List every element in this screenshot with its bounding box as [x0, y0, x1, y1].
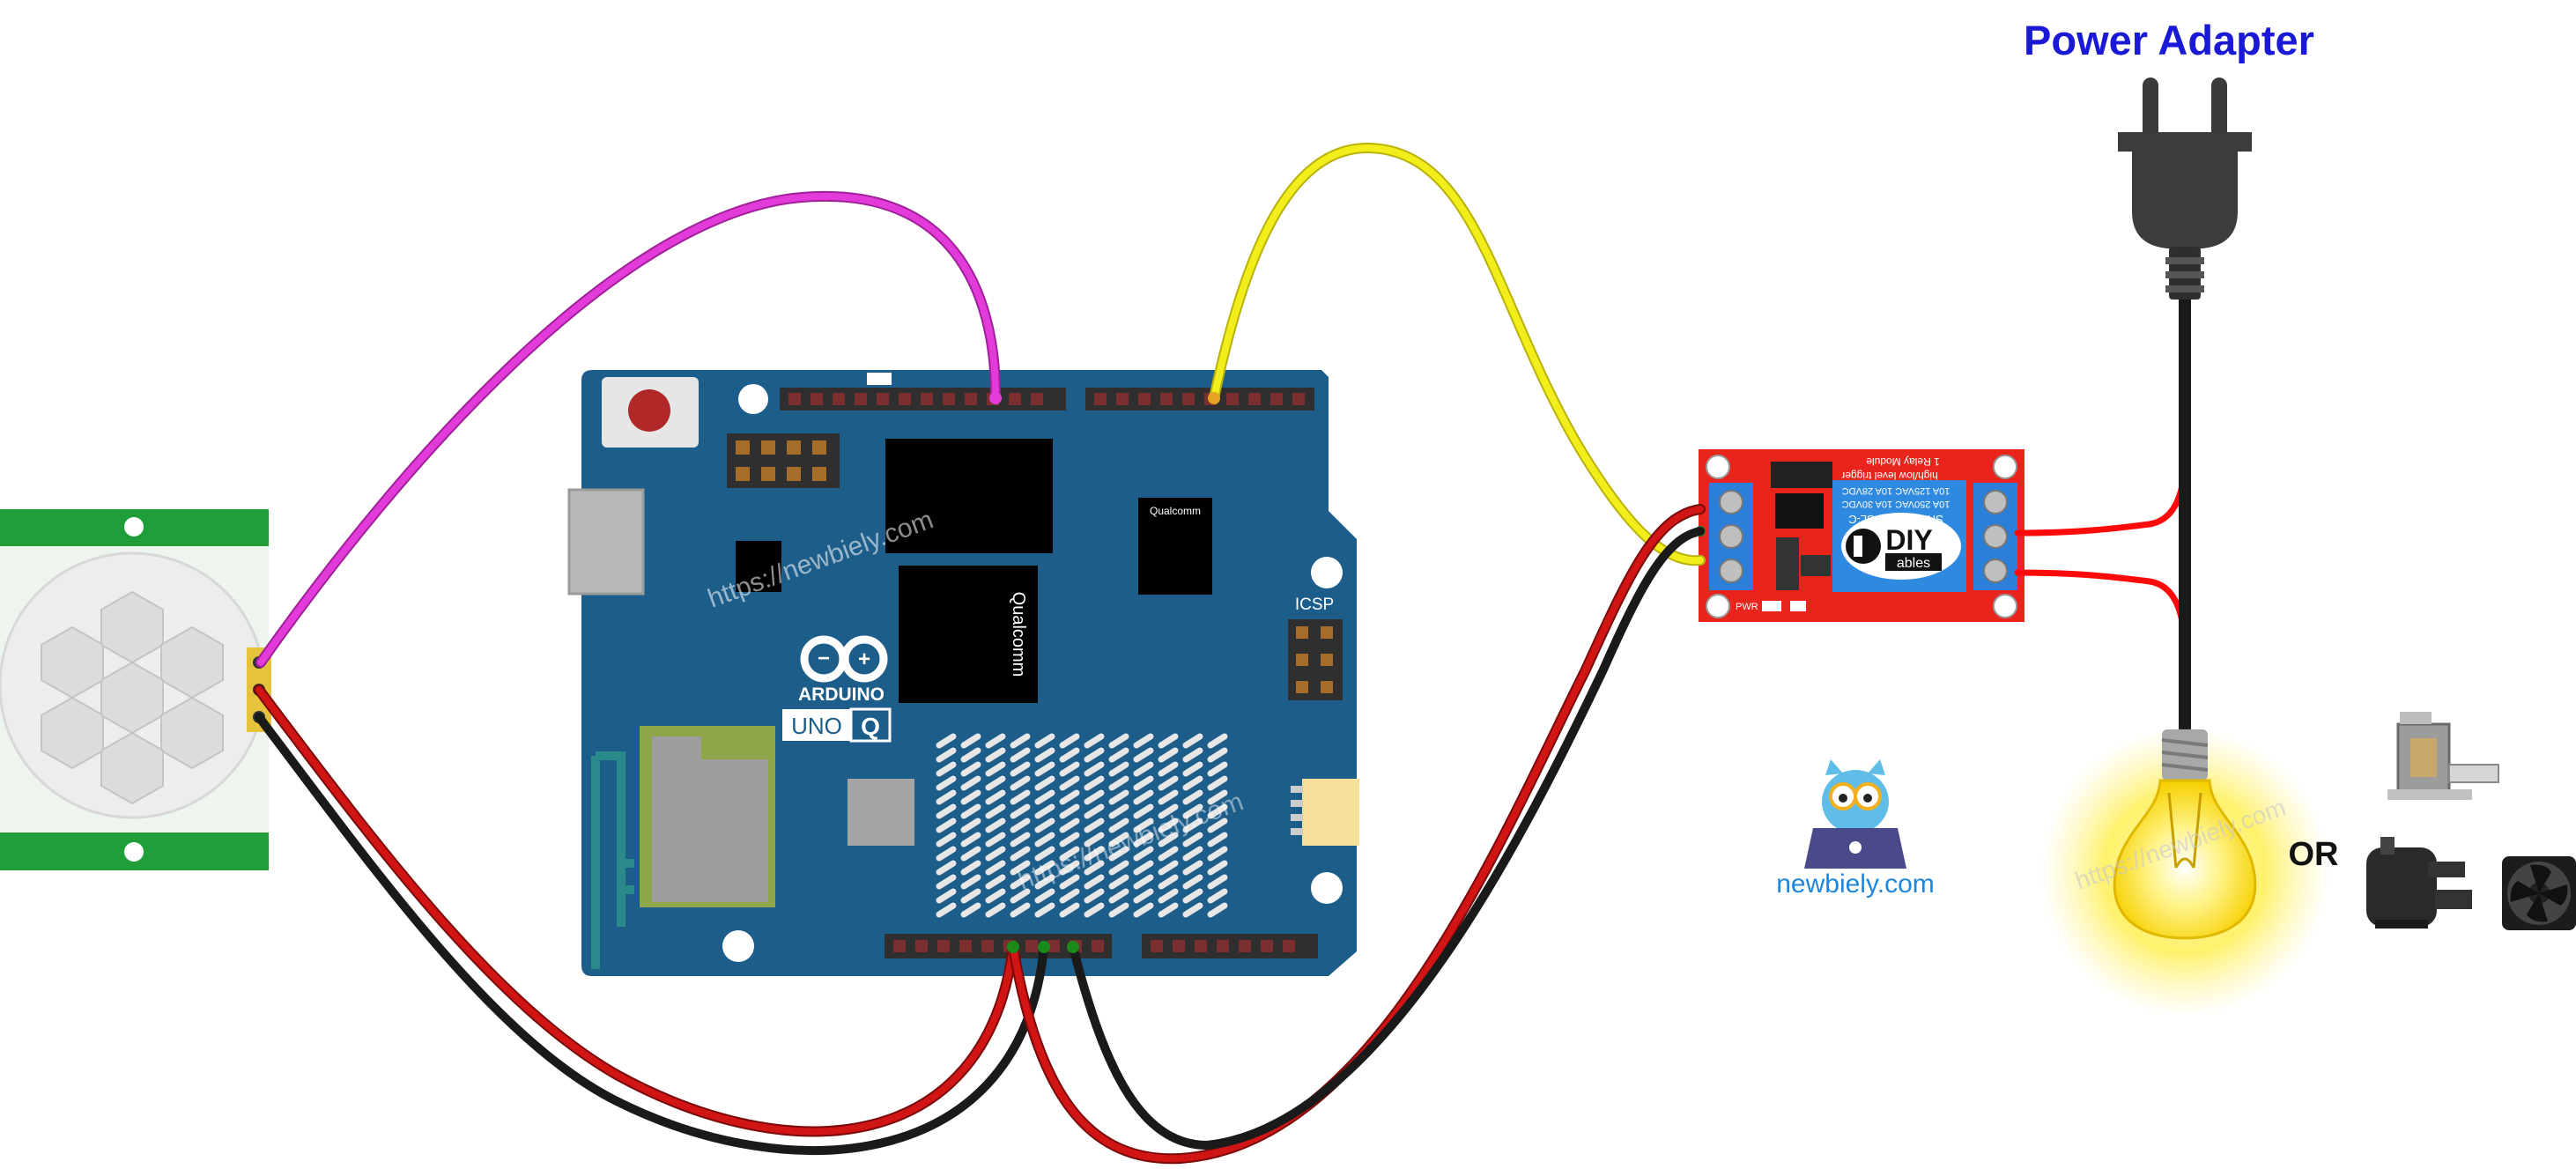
power-adapter-title: Power Adapter	[2024, 17, 2314, 63]
relay-rating-1: 10A 250VAC 10A 30VDC	[1842, 499, 1951, 509]
svg-text:−: −	[818, 647, 830, 670]
board-model-suffix: Q	[861, 713, 880, 740]
pir-sensor-icon	[0, 509, 271, 870]
arduino-uno-q-board-icon: Qualcomm Qualcomm − + ARDUINO UNO Q ICSP	[567, 370, 1359, 976]
relay-trigger: high/low level trigger	[1841, 470, 1937, 482]
wire-red-out-2	[2014, 569, 2188, 636]
arduino-infinity-icon	[800, 635, 888, 683]
relay-title: 1 Relay Module	[1866, 455, 1940, 468]
relay-rating-2: 10A 125VAC 10A 28VDC	[1842, 485, 1951, 496]
brand-logo-text: newbiely.com	[1776, 869, 1935, 899]
wire-black-pir	[255, 713, 1048, 1155]
relay-logo-2: ables	[1897, 556, 1930, 571]
chip-label-large: Qualcomm	[1009, 592, 1028, 677]
owl-laptop-logo-icon	[1804, 759, 1906, 869]
svg-text:+: +	[858, 647, 870, 671]
relay-logo-1: DIY	[1885, 524, 1932, 556]
relay-pwr-label: PWR	[1736, 602, 1758, 612]
chip-label-small: Qualcomm	[1150, 505, 1201, 517]
cooling-fan-icon	[2502, 856, 2576, 930]
relay-module-icon: 1 Relay Module high/low level trigger SR…	[1695, 449, 2025, 622]
board-model: UNO	[791, 713, 842, 739]
solenoid-lock-icon	[2387, 712, 2499, 800]
wires	[254, 142, 2191, 1165]
or-label: OR	[2289, 836, 2339, 873]
board-brand: ARDUINO	[798, 684, 885, 705]
light-bulb-icon	[2039, 727, 2330, 1017]
icsp-label: ICSP	[1295, 596, 1334, 614]
diyables-logo-icon	[1846, 529, 1881, 564]
water-pump-icon	[2366, 837, 2472, 929]
power-plug-icon	[2118, 78, 2252, 300]
wire-red-out-1	[2014, 472, 2188, 536]
wire-black-relay	[1069, 527, 1705, 1151]
